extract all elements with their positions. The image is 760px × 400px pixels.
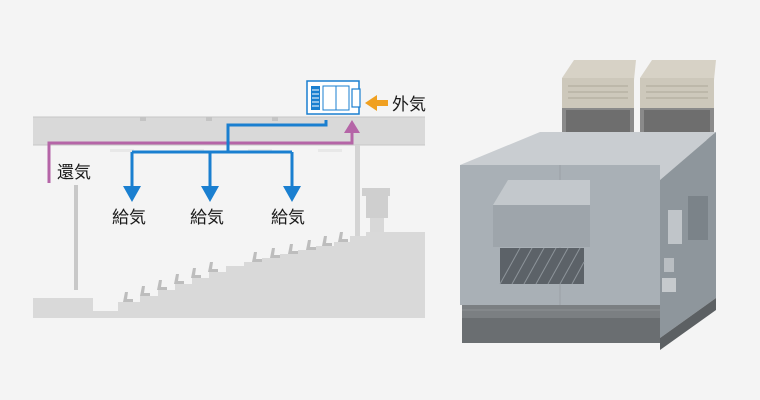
condensing-unit — [562, 60, 636, 140]
building-section — [33, 116, 425, 318]
return-arrow-icon — [344, 120, 360, 133]
theater-seat-icon — [123, 292, 133, 302]
right-wall — [355, 145, 360, 255]
supply-arrow-icon — [283, 186, 301, 202]
ceiling-light — [318, 149, 342, 152]
ceiling-light — [110, 149, 134, 152]
theater-seat-icon — [208, 262, 218, 272]
stepped-floor — [33, 232, 425, 318]
theater-seat-icon — [288, 244, 298, 254]
theater-seat-icon — [140, 286, 150, 296]
condensing-unit — [640, 60, 716, 140]
theater-seat-icon — [191, 268, 201, 278]
supply-air-label: 給気 — [112, 208, 146, 228]
theater-seat-icon — [270, 248, 280, 258]
projector-booth-icon — [362, 188, 390, 232]
left-wall — [74, 185, 78, 290]
theater-seat-icon — [338, 232, 348, 242]
theater-seat-icon — [306, 240, 316, 250]
theater-seat-icon — [157, 280, 167, 290]
outside-air-arrow-icon — [365, 95, 388, 111]
outside-air-label: 外気 — [392, 95, 426, 115]
supply-air-duct — [130, 120, 328, 188]
rooftop-air-handling-unit-photo — [460, 60, 716, 350]
return-air-label: 還気 — [57, 163, 91, 183]
theater-seat-icon — [174, 274, 184, 284]
seating — [123, 232, 348, 302]
supply-arrow-icon — [123, 186, 141, 202]
theater-seat-icon — [252, 252, 262, 262]
supply-arrow-icon — [201, 186, 219, 202]
theater-seat-icon — [322, 236, 332, 246]
ahu-unit-icon — [306, 80, 361, 115]
supply-air-label: 給気 — [190, 208, 224, 228]
return-air-duct — [47, 120, 360, 183]
supply-air-label: 給気 — [271, 208, 305, 228]
